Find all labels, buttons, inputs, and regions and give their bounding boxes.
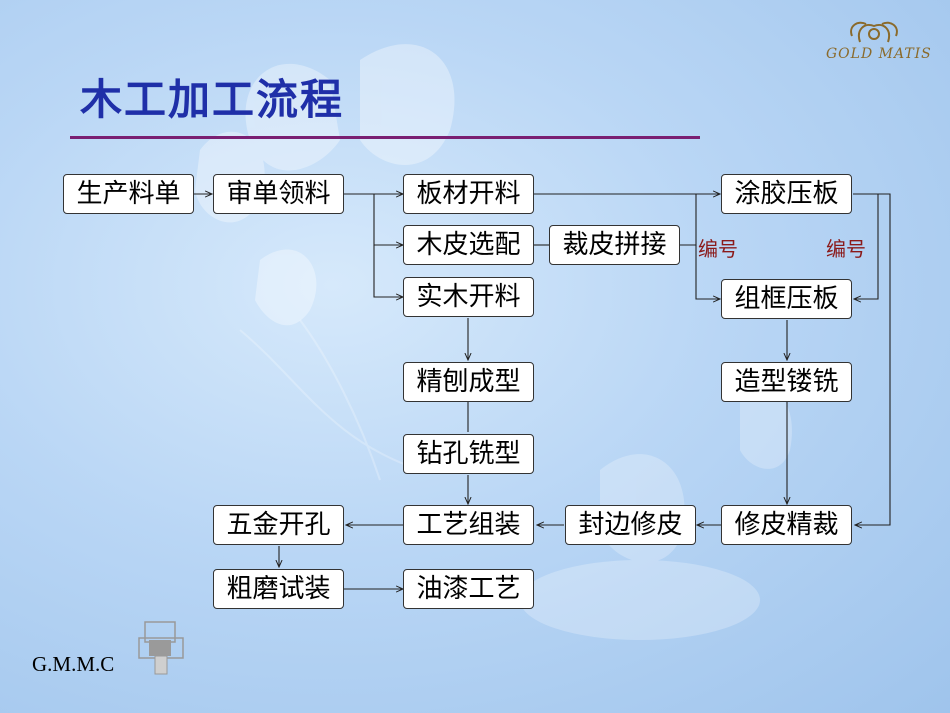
node-rough-sanding: 粗磨试装	[213, 569, 344, 609]
numbering-label-left: 编号	[698, 237, 738, 261]
node-fine-planing: 精刨成型	[403, 362, 534, 402]
title-underline	[70, 136, 700, 139]
numbering-label-right: 编号	[826, 237, 866, 261]
node-review-requisition: 审单领料	[213, 174, 344, 214]
node-glue-press: 涂胶压板	[721, 174, 852, 214]
gold-matis-logo-icon	[850, 21, 898, 43]
arrow-review-to-solid	[373, 245, 403, 297]
node-solid-wood-cutting: 实木开料	[403, 277, 534, 317]
logo-text: GOLD MATIS	[826, 46, 932, 62]
node-frame-press: 组框压板	[721, 279, 852, 319]
node-veneer-splicing: 裁皮拼接	[549, 225, 680, 265]
node-production-order: 生产料单	[63, 174, 194, 214]
node-shape-routing: 造型镂铣	[721, 362, 852, 402]
node-trim-cut: 修皮精裁	[721, 505, 852, 545]
page-title: 木工加工流程	[80, 75, 345, 124]
node-assembly: 工艺组装	[403, 505, 534, 545]
node-drill-mill: 钻孔铣型	[403, 434, 534, 474]
arrow-glue-to-trim	[853, 193, 891, 525]
arrow-review-to-veneer	[373, 194, 403, 245]
node-painting: 油漆工艺	[403, 569, 534, 609]
node-veneer-selection: 木皮选配	[403, 225, 534, 265]
node-edge-banding: 封边修皮	[565, 505, 696, 545]
node-hardware-holes: 五金开孔	[213, 505, 344, 545]
arrow-splice-to-frame	[695, 245, 720, 299]
node-board-cutting: 板材开料	[403, 174, 534, 214]
nav-icon	[138, 621, 184, 675]
arrow-splice-to-glue	[680, 194, 697, 246]
company-abbreviation: G.M.M.C	[32, 652, 115, 676]
